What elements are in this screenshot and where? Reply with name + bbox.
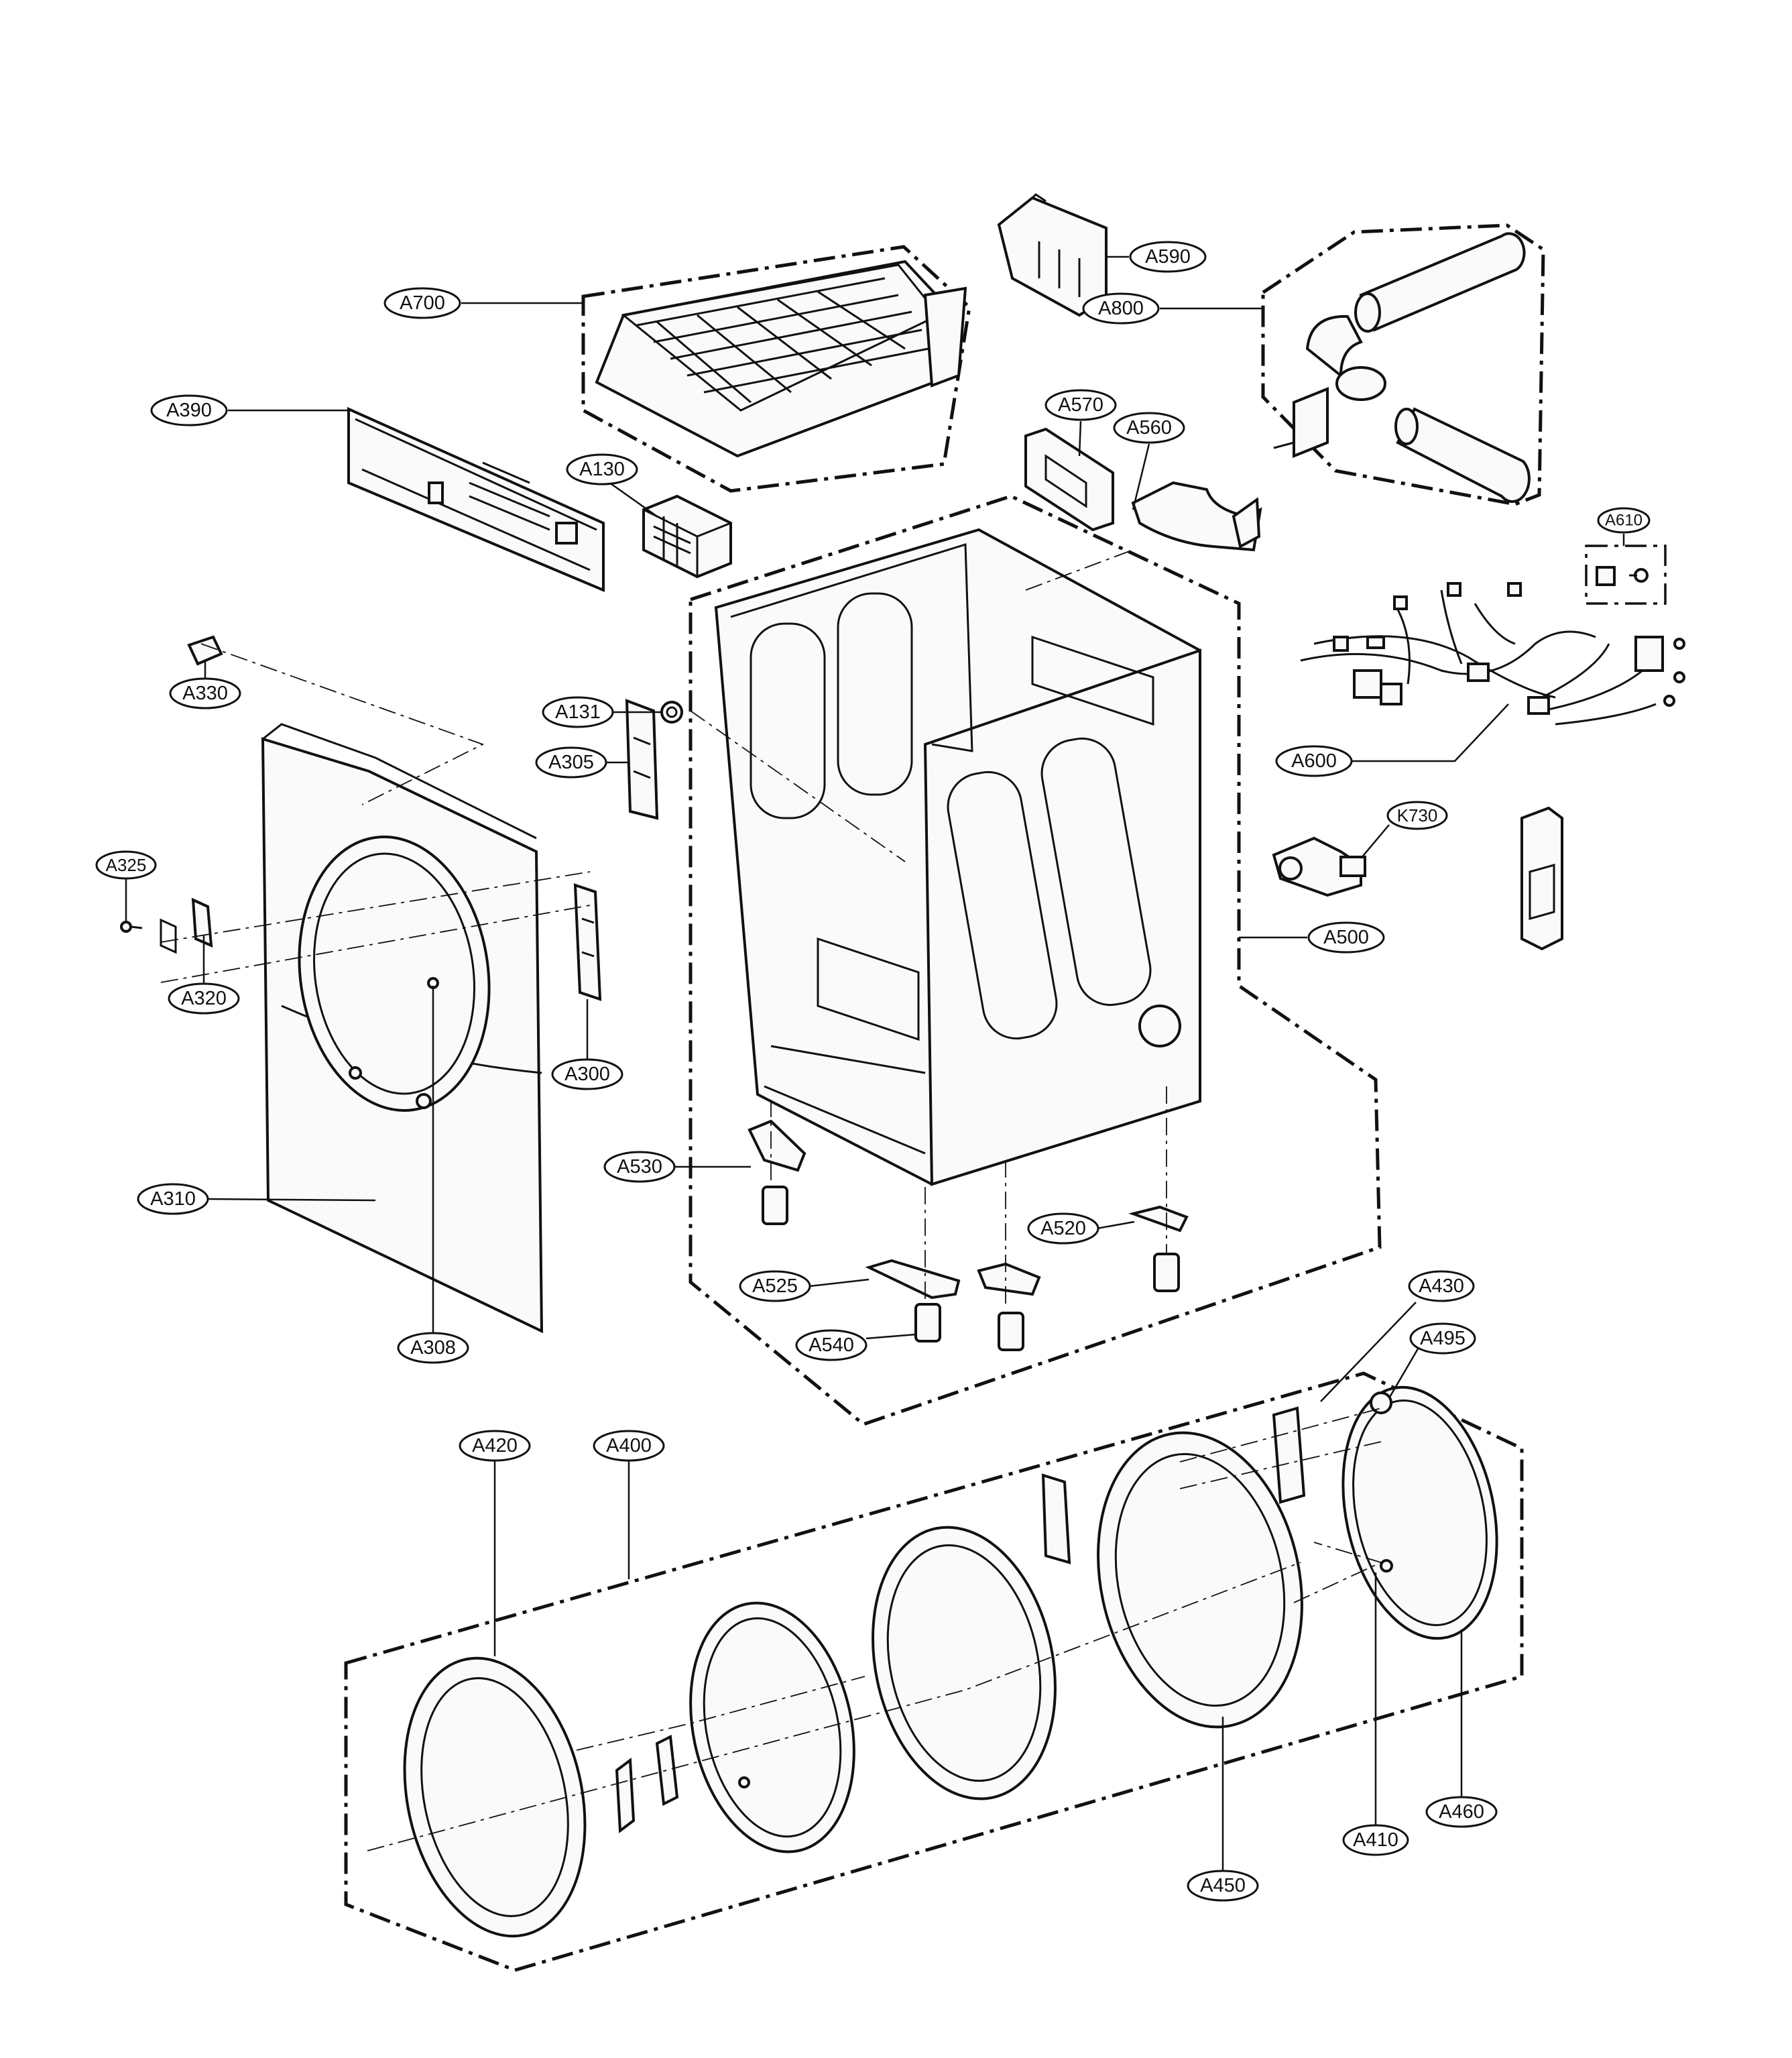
callout-a430: A430	[1408, 1270, 1475, 1302]
leveling-leg-2	[914, 1303, 941, 1342]
svg-text:A500: A500	[1323, 927, 1369, 948]
foot-bracket-a530	[748, 1119, 807, 1172]
assembly-axis-lines	[160, 549, 1383, 1851]
foot-bracket-a525	[865, 1259, 961, 1300]
foot-bracket-a520	[1128, 1205, 1189, 1233]
svg-text:K730: K730	[1397, 805, 1438, 825]
svg-text:A590: A590	[1145, 246, 1191, 268]
wire-harness-part	[1300, 582, 1685, 726]
callout-a390: A390	[150, 394, 228, 426]
callout-a500: A500	[1307, 921, 1385, 954]
svg-text:A600: A600	[1291, 750, 1337, 772]
svg-text:A540: A540	[809, 1334, 854, 1356]
callout-a530: A530	[603, 1151, 676, 1183]
callout-a130: A130	[566, 453, 638, 485]
knob-a131-part	[660, 701, 683, 724]
door-switch-part	[1520, 806, 1563, 951]
door-assembly-parts	[403, 1385, 1498, 1938]
plate-part	[1024, 427, 1114, 532]
exhaust-duct-part	[1273, 232, 1531, 503]
control-bracket-part	[347, 406, 605, 593]
latch-a330-part	[187, 635, 223, 666]
svg-text:A430: A430	[1419, 1275, 1464, 1297]
screw-a325-part	[120, 921, 143, 933]
small-sensor-parts	[1596, 566, 1649, 586]
callout-a410: A410	[1342, 1824, 1409, 1856]
svg-text:A330: A330	[182, 683, 228, 704]
svg-text:A130: A130	[579, 459, 625, 480]
callout-a320: A320	[168, 982, 240, 1015]
leveling-leg-4	[1153, 1253, 1180, 1292]
callout-a300: A300	[551, 1058, 623, 1090]
duct-bracket-part	[997, 193, 1108, 317]
callout-a495: A495	[1409, 1322, 1476, 1355]
valve-part	[1272, 836, 1366, 897]
callout-k730: K730	[1386, 801, 1448, 830]
callout-a560: A560	[1113, 412, 1185, 444]
svg-text:A400: A400	[606, 1435, 652, 1456]
callout-a310: A310	[137, 1183, 209, 1215]
hinge-a305-part	[625, 699, 659, 820]
filter-block-part	[642, 494, 732, 579]
front-panel-part	[261, 723, 544, 1334]
svg-text:A800: A800	[1098, 298, 1144, 319]
cabinet-part	[714, 528, 1201, 1186]
callout-a330: A330	[169, 677, 241, 709]
svg-text:A310: A310	[150, 1188, 196, 1210]
callout-a590: A590	[1129, 241, 1207, 273]
leveling-leg-1	[762, 1186, 788, 1225]
group-outline-a610	[1585, 545, 1667, 605]
group-outline-a800	[1261, 223, 1545, 506]
duct-elbow-part	[1131, 481, 1262, 552]
group-outline-a500	[689, 494, 1382, 1426]
svg-text:A570: A570	[1058, 394, 1103, 416]
callout-a450: A450	[1187, 1870, 1259, 1902]
callout-a420: A420	[459, 1430, 531, 1462]
callout-a305: A305	[535, 746, 607, 779]
svg-text:A410: A410	[1353, 1829, 1398, 1851]
svg-text:A325: A325	[106, 855, 147, 875]
group-outline-a400	[344, 1371, 1524, 1972]
callout-a325: A325	[95, 850, 157, 880]
callout-a540: A540	[795, 1329, 868, 1361]
callout-a400: A400	[593, 1430, 665, 1462]
callout-a525: A525	[739, 1270, 811, 1302]
callout-a610: A610	[1597, 507, 1651, 534]
leveling-leg-3	[998, 1312, 1024, 1351]
group-outline-a700	[581, 245, 971, 493]
svg-text:A560: A560	[1126, 417, 1172, 439]
callout-a460: A460	[1425, 1796, 1498, 1828]
foot-bracket-extra	[977, 1262, 1041, 1296]
svg-text:A420: A420	[472, 1435, 518, 1456]
svg-text:A525: A525	[752, 1275, 798, 1297]
callout-a570: A570	[1044, 389, 1117, 421]
svg-text:A390: A390	[166, 400, 212, 421]
callout-a131: A131	[542, 696, 614, 728]
svg-text:A460: A460	[1439, 1801, 1484, 1823]
svg-text:A450: A450	[1200, 1875, 1246, 1896]
svg-text:A495: A495	[1420, 1328, 1466, 1349]
svg-text:A700: A700	[400, 292, 445, 314]
callout-a520: A520	[1027, 1212, 1099, 1245]
svg-text:A320: A320	[181, 988, 227, 1009]
svg-text:A308: A308	[410, 1337, 456, 1359]
svg-text:A305: A305	[548, 752, 594, 773]
svg-text:A530: A530	[617, 1156, 662, 1178]
hinge-a300-part	[573, 883, 602, 1001]
svg-text:A131: A131	[555, 701, 601, 723]
callout-a800: A800	[1082, 292, 1160, 325]
svg-text:A520: A520	[1040, 1218, 1086, 1239]
svg-text:A610: A610	[1605, 512, 1642, 530]
callout-a700: A700	[383, 287, 461, 319]
callout-a600: A600	[1275, 745, 1353, 777]
basket-tray-part	[595, 260, 967, 458]
svg-text:A300: A300	[564, 1064, 610, 1085]
callout-a308: A308	[397, 1332, 469, 1364]
